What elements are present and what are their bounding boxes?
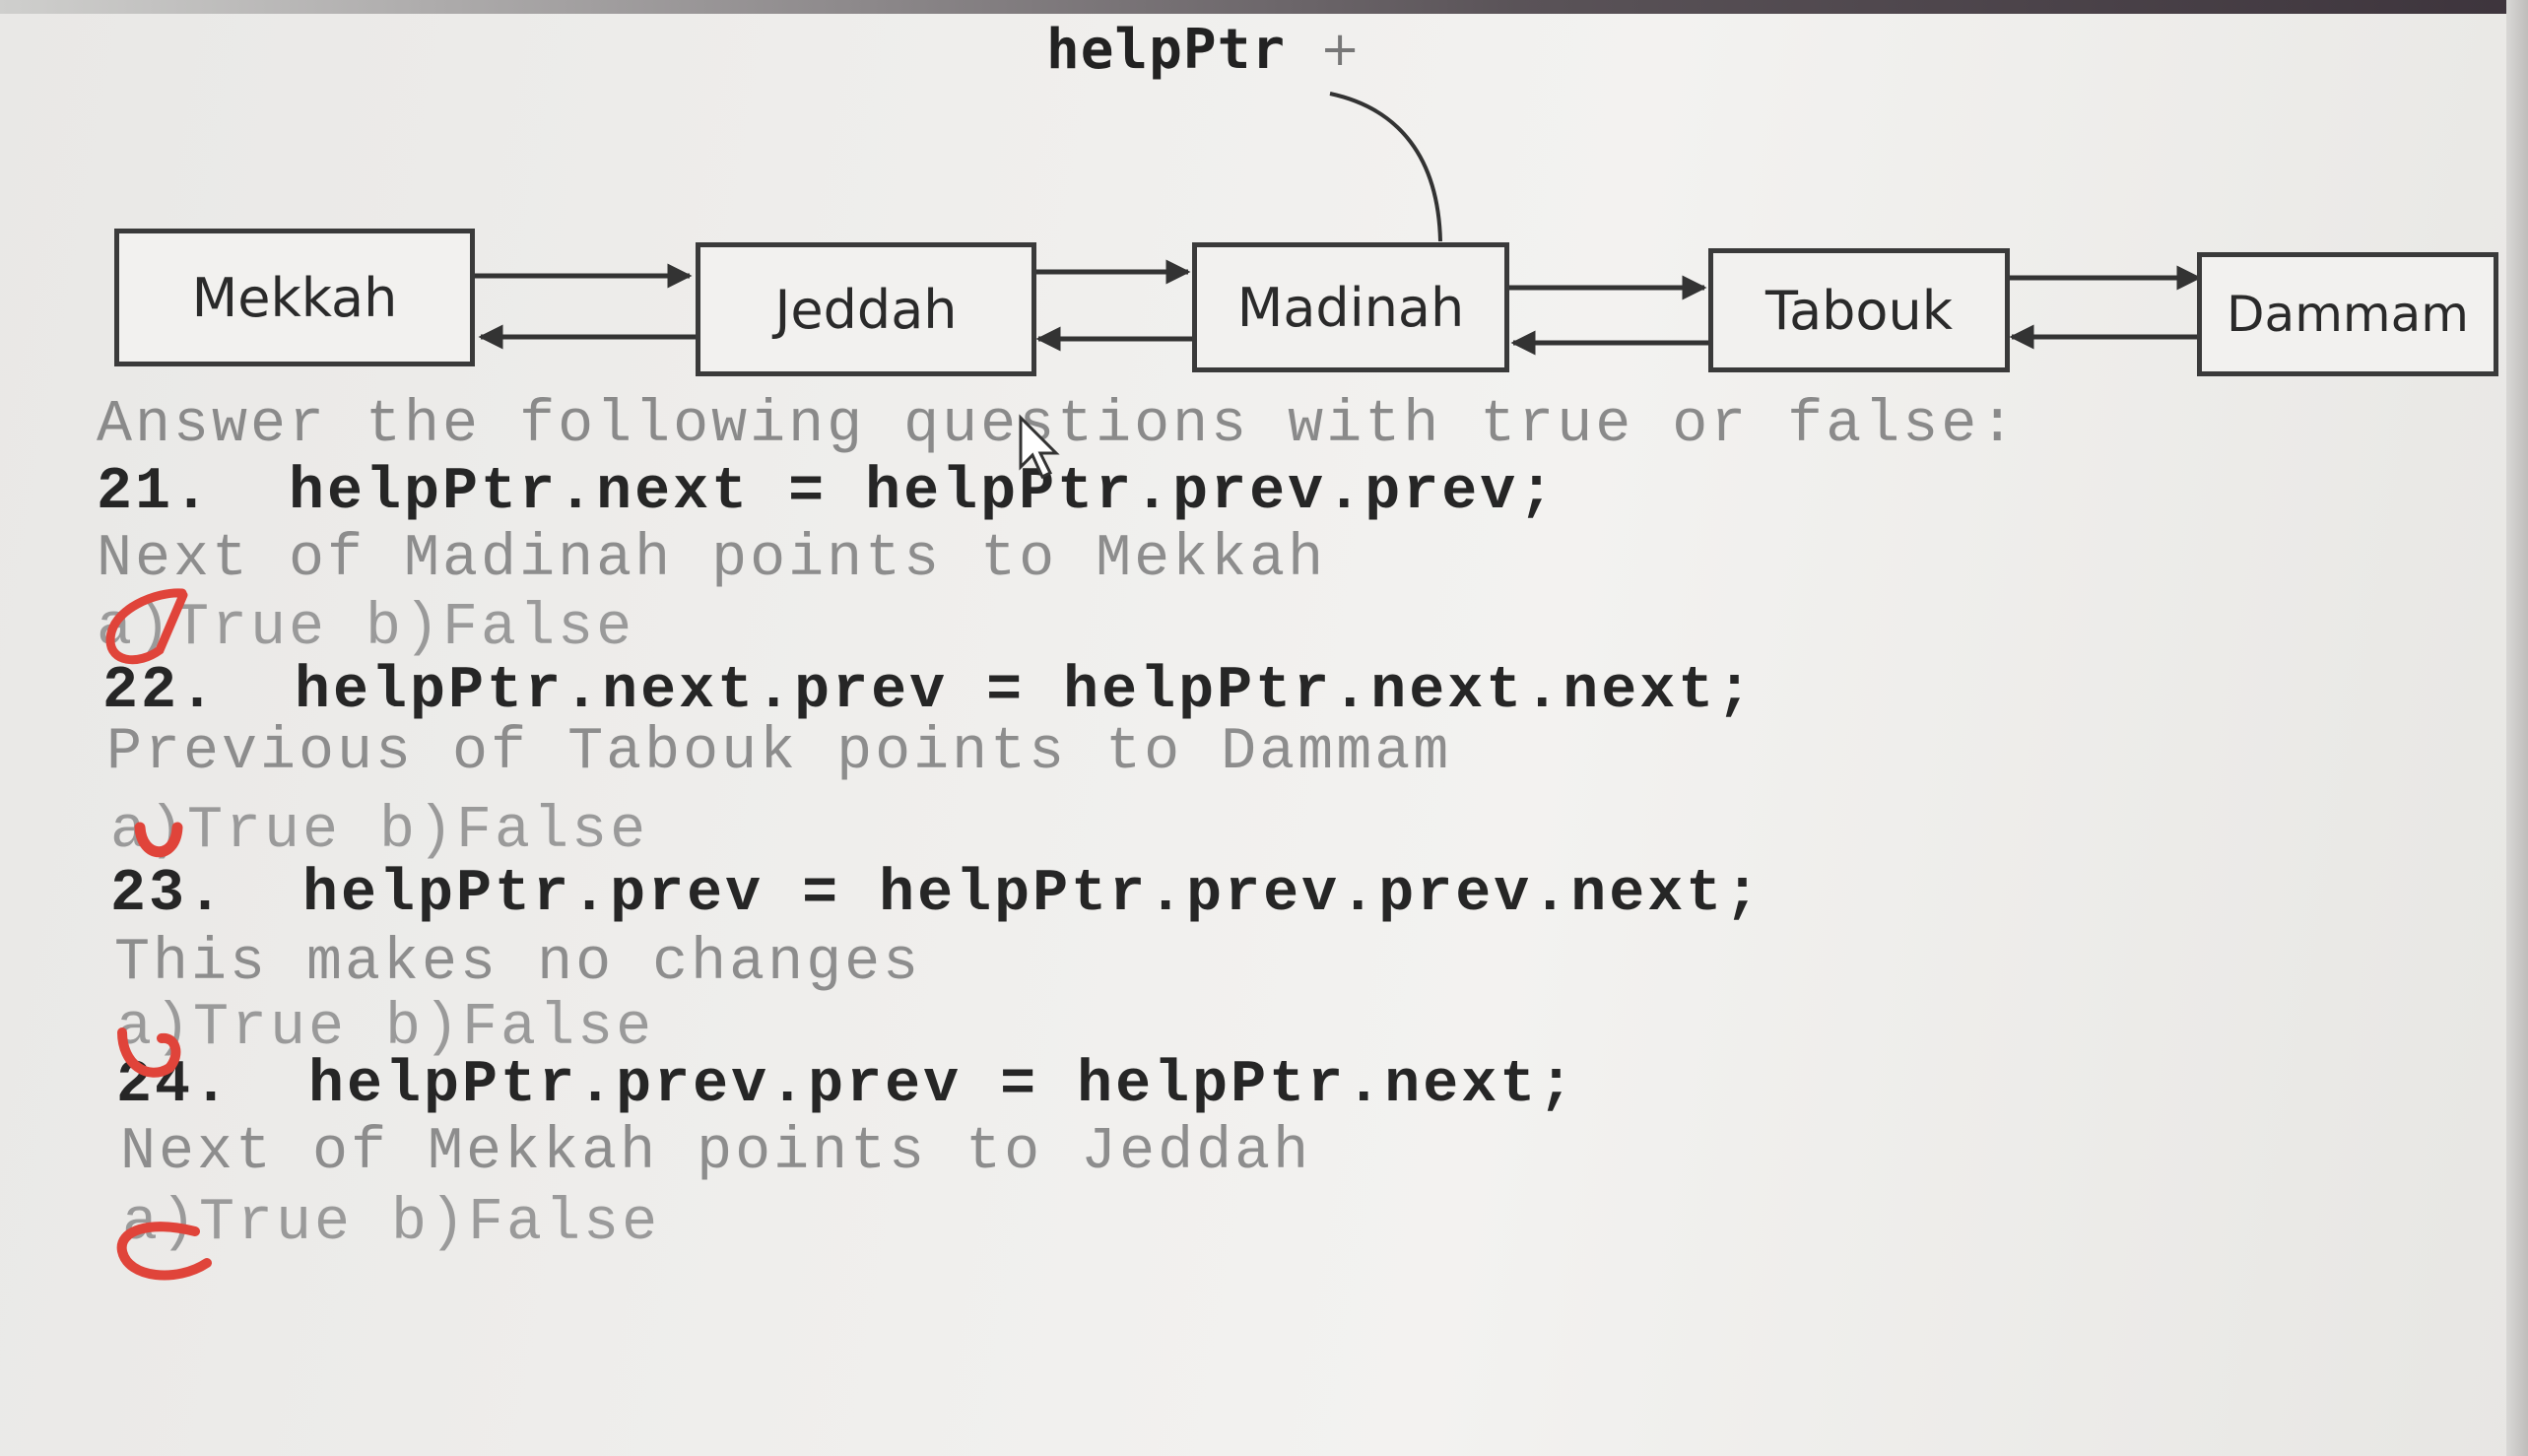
pointer-arrow bbox=[1329, 92, 1442, 242]
question-22-code: 22. helpPtr.next.prev = helpPtr.next.nex… bbox=[102, 658, 1756, 725]
question-24-statement: Next of Mekkah points to Jeddah bbox=[120, 1119, 1312, 1186]
screen-top-edge bbox=[0, 0, 2528, 14]
pointer-label: helpPtr bbox=[1046, 18, 1287, 82]
question-23-code: 23. helpPtr.prev = helpPtr.prev.prev.nex… bbox=[110, 861, 1763, 928]
question-21-statement: Next of Madinah points to Mekkah bbox=[97, 526, 1327, 593]
question-22-statement: Previous of Tabouk points to Dammam bbox=[106, 719, 1452, 786]
question-23-statement: This makes no changes bbox=[114, 930, 922, 997]
question-21-options: a)True b)False bbox=[97, 595, 635, 662]
crosshair-cursor-icon: + bbox=[1320, 22, 1361, 77]
node-tabouk: Tabouk bbox=[1708, 248, 2010, 372]
instruction-text: Answer the following questions with true… bbox=[97, 392, 2019, 459]
question-24-options: a)True b)False bbox=[122, 1190, 661, 1257]
screen-right-bezel bbox=[2506, 0, 2528, 1456]
node-mekkah: Mekkah bbox=[114, 229, 475, 366]
question-23-options: a)True b)False bbox=[116, 995, 655, 1062]
mouse-cursor-icon bbox=[1019, 414, 1060, 480]
node-jeddah: Jeddah bbox=[696, 242, 1036, 376]
question-22-options: a)True b)False bbox=[110, 798, 649, 865]
node-madinah: Madinah bbox=[1192, 242, 1509, 372]
node-dammam: Dammam bbox=[2197, 252, 2498, 376]
question-24-code: 24. helpPtr.prev.prev = helpPtr.next; bbox=[116, 1052, 1577, 1119]
linked-list-arrows bbox=[475, 92, 2202, 356]
question-21-code: 21. helpPtr.next = helpPtr.prev.prev; bbox=[97, 459, 1558, 526]
